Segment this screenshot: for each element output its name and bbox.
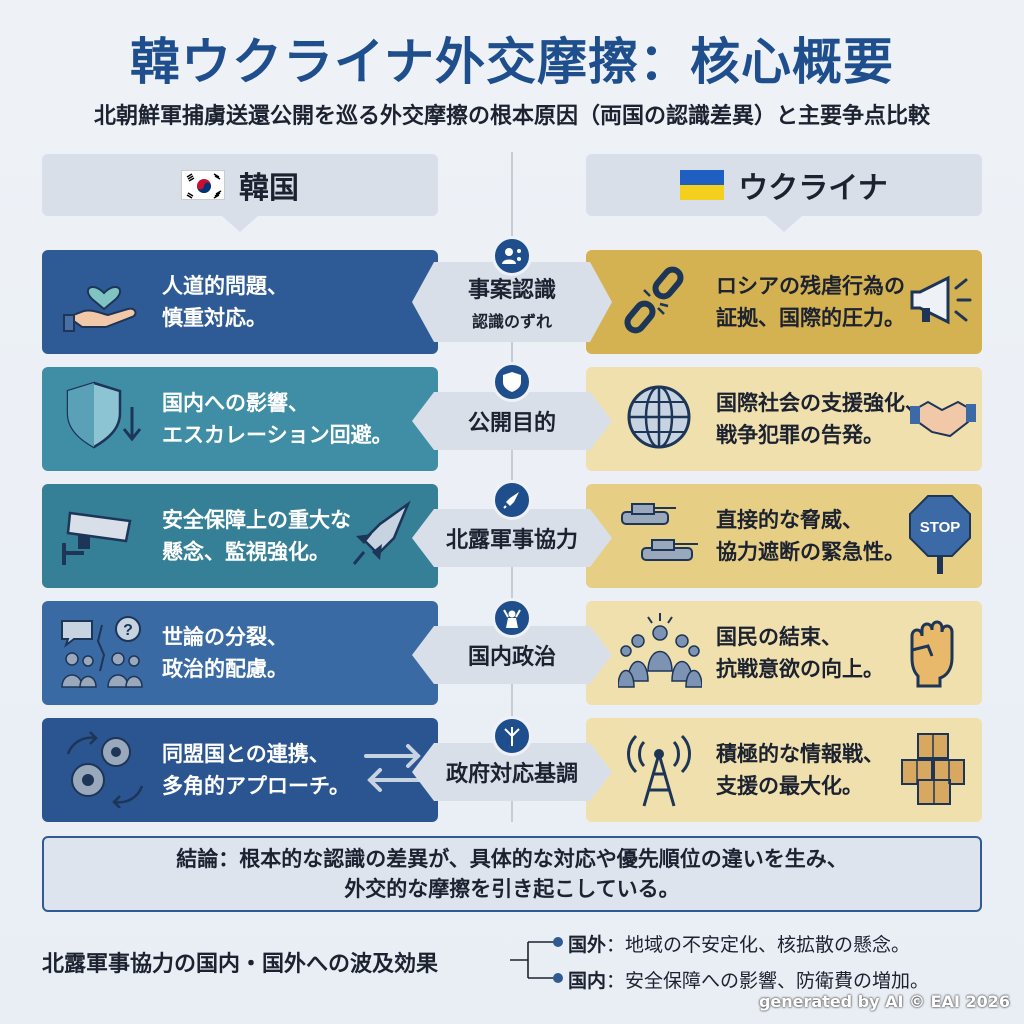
row-3-korea-text-line-1: 安全保障上の重大な <box>162 508 351 532</box>
ukraine-flag-icon <box>680 170 725 200</box>
row-5-korea-text-line-1: 同盟国との連携、 <box>162 742 330 766</box>
united-crowd-icon <box>617 611 703 695</box>
broken-chain-icon <box>616 260 696 344</box>
row-2-ukraine-text-line-1: 国際社会の支援強化、 <box>716 391 926 415</box>
row-5-korea-card: 同盟国との連携、 多角的アプローチ。 <box>42 718 438 822</box>
row-3-ukraine-card: 直接的な脅威、 協力遮断の緊急性。 STOP <box>586 484 982 588</box>
footer-credit: generated by AI © EAI 2026 <box>758 992 1010 1011</box>
row-4-korea-text-line-2: 政治的配慮。 <box>162 657 288 681</box>
stop-sign-icon: STOP <box>908 494 972 578</box>
tank-icon <box>616 494 706 578</box>
conclusion-box: 結論：根本的な認識の差異が、具体的な対応や優先順位の違いを生み、 外交的な摩擦を… <box>42 836 982 912</box>
stop-sign-text: STOP <box>920 519 961 536</box>
row-4-ukraine-text-line-1: 国民の結束、 <box>716 625 842 649</box>
ripple-item-overseas: 国外：地域の不安定化、核拡散の懸念。 <box>568 930 910 957</box>
row-4-korea-text-line-1: 世論の分裂、 <box>162 625 288 649</box>
column-header-ukraine: ウクライナ <box>586 154 982 232</box>
ripple-item-domestic-key: 国内 <box>568 970 607 992</box>
row-5-ukraine-card: 積極的な情報戦、 支援の最大化。 <box>586 718 982 822</box>
row-5-topic-text: 政府対応基調 <box>445 762 578 787</box>
row-3-ukraine-text-line-2: 協力遮断の緊急性。 <box>716 540 905 564</box>
globe-icon <box>624 382 694 456</box>
gears-icon <box>60 728 150 812</box>
row-1-ukraine-text-line-1: ロシアの残虐行為の <box>716 274 905 298</box>
row-1-korea-text-line-2: 慎重対応。 <box>162 306 267 330</box>
svg-text:?: ? <box>123 622 133 639</box>
row-4-ukraine-text-line-2: 抗戦意欲の向上。 <box>716 657 884 681</box>
row-1-ukraine-text-line-2: 証拠、国際的圧力。 <box>716 306 905 330</box>
row-3-topic-text: 北露軍事協力 <box>445 528 578 553</box>
person-network-icon <box>492 236 532 276</box>
row-1-topic-label: 事案認識 認識のずれ <box>412 262 612 342</box>
page-subtitle: 北朝鮮軍捕虜送還公開を巡る外交摩擦の根本原因（両国の認識差異）と主要争点比較 <box>93 104 930 129</box>
row-4-topic-text: 国内政治 <box>467 645 556 670</box>
row-3-korea-text-line-2: 懸念、監視強化。 <box>162 540 330 564</box>
ripple-branch-connector <box>510 937 563 983</box>
ripple-item-overseas-text: ：地域の不安定化、核拡散の懸念。 <box>606 934 911 956</box>
row-2-ukraine-text-line-2: 戦争犯罪の告発。 <box>716 423 884 447</box>
ripple-effect-label: 北露軍事協力の国内・国外への波及効果 <box>42 952 439 977</box>
person-raised-arms-icon <box>492 598 532 638</box>
row-1-topic-text: 事案認識 <box>467 278 556 303</box>
row-2-korea-text-line-2: エスカレーション回避。 <box>162 423 393 447</box>
row-1-korea-card: 人道的問題、 慎重対応。 <box>42 250 438 354</box>
shield-icon <box>492 362 532 402</box>
branching-arrows-icon <box>492 716 532 756</box>
rocket-icon <box>492 480 532 520</box>
megaphone-icon <box>906 268 976 336</box>
raised-fist-icon <box>902 614 966 692</box>
row-4-korea-card: ? 世論の分裂、 政治的配慮。 <box>42 601 438 705</box>
ripple-item-domestic: 国内：安全保障への影響、防衛費の増加。 <box>568 966 929 993</box>
heart-hand-icon <box>62 265 146 339</box>
row-3-topic-label: 北露軍事協力 <box>412 509 612 567</box>
row-2-ukraine-card: 国際社会の支援強化、 戦争犯罪の告発。 <box>586 367 982 471</box>
handshake-icon <box>910 392 976 446</box>
page-title: 韓ウクライナ外交摩擦：核心概要 <box>130 33 894 91</box>
korea-flag-icon <box>181 170 225 200</box>
conclusion-line-1: 結論：根本的な認識の差異が、具体的な対応や優先順位の違いを生み、 <box>176 847 848 871</box>
divided-people-icon: ? <box>58 611 148 695</box>
row-4-ukraine-card: 国民の結束、 抗戦意欲の向上。 <box>586 601 982 705</box>
row-5-topic-label: 政府対応基調 <box>412 743 612 801</box>
shield-down-arrow-icon <box>62 377 146 461</box>
ripple-item-overseas-key: 国外 <box>568 934 607 956</box>
row-2-korea-text-line-1: 国内への影響、 <box>162 391 309 415</box>
broadcast-tower-icon <box>624 728 694 812</box>
row-4-topic-label: 国内政治 <box>412 626 612 684</box>
row-2-korea-card: 国内への影響、 エスカレーション回避。 <box>42 367 438 471</box>
conclusion-line-2: 外交的な摩擦を引き起こしている。 <box>344 877 680 901</box>
row-5-ukraine-text-line-1: 積極的な情報戦、 <box>716 742 884 766</box>
converging-arrows-icon <box>362 736 426 804</box>
row-3-korea-card: 安全保障上の重大な 懸念、監視強化。 <box>42 484 438 588</box>
missile-icon <box>342 494 422 578</box>
stacked-boxes-icon <box>898 730 970 810</box>
row-2-topic-text: 公開目的 <box>467 411 556 436</box>
row-5-ukraine-text-line-2: 支援の最大化。 <box>716 774 863 798</box>
row-1-ukraine-card: ロシアの残虐行為の 証拠、国際的圧力。 <box>586 250 982 354</box>
row-1-korea-text-line-1: 人道的問題、 <box>162 274 288 298</box>
column-header-korea-label: 韓国 <box>239 171 299 206</box>
column-header-ukraine-label: ウクライナ <box>738 171 888 206</box>
row-1-topic-subtext: 認識のずれ <box>471 312 552 331</box>
surveillance-camera-icon <box>60 499 150 573</box>
ripple-item-domestic-text: ：安全保障への影響、防衛費の増加。 <box>606 970 930 992</box>
row-2-topic-label: 公開目的 <box>412 392 612 450</box>
column-header-korea: 韓国 <box>42 154 438 232</box>
row-3-ukraine-text-line-1: 直接的な脅威、 <box>716 508 863 532</box>
row-5-korea-text-line-2: 多角的アプローチ。 <box>162 774 350 798</box>
